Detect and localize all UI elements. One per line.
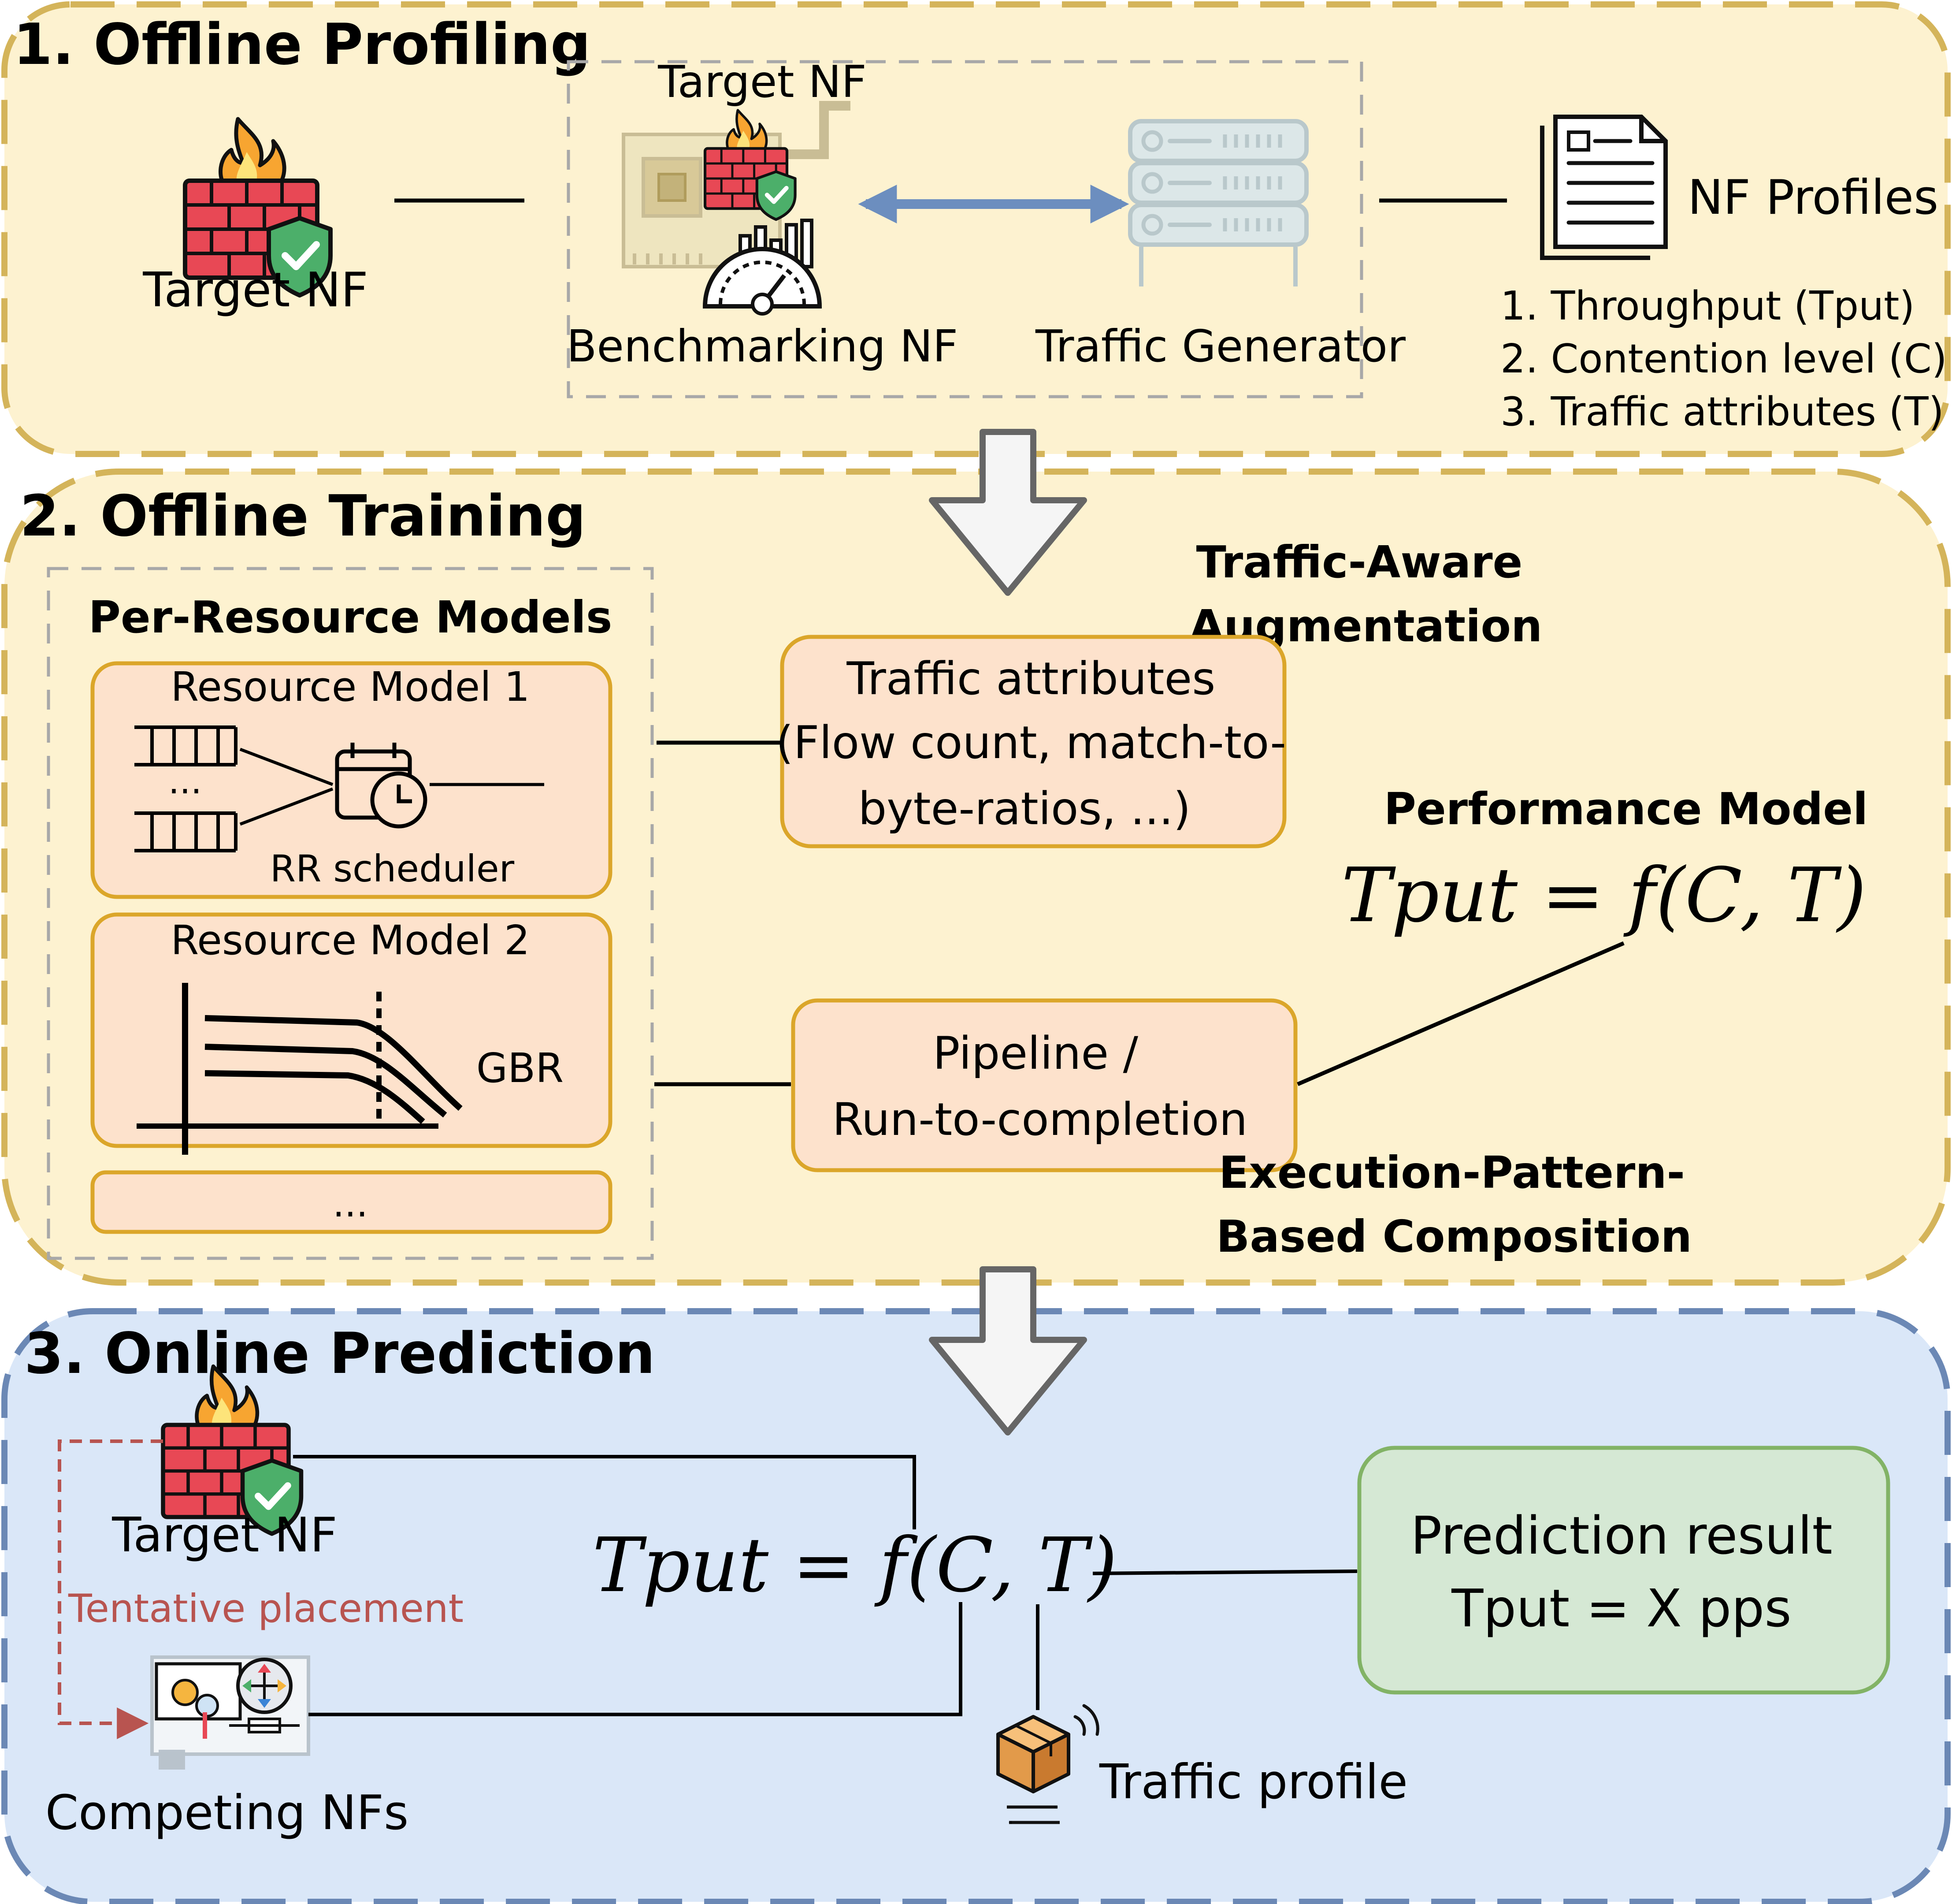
traffic-aware-heading-line1: Traffic-Aware <box>1196 536 1523 588</box>
pipeline-line1: Pipeline / <box>933 1027 1139 1080</box>
nf-profiles-label: NF Profiles <box>1688 170 1938 225</box>
online-prediction-title: 3. Online Prediction <box>24 1321 655 1387</box>
traffic-profile-box-icon <box>996 1704 1099 1824</box>
online-formula: Tput = f(C, T) <box>592 1522 1117 1609</box>
traffic-generator-server-icon <box>1130 121 1306 286</box>
per-resource-models-box <box>47 567 654 1260</box>
speed-gauge-icon <box>702 219 822 316</box>
profile-item-contention: 2. Contention level (C) <box>1500 336 1947 382</box>
performance-model-formula: Tput = f(C, T) <box>1341 852 1867 939</box>
calendar-clock-icon <box>335 743 427 829</box>
more-models-dots: ... <box>333 1182 368 1225</box>
tentative-placement-dashed-arrow <box>58 1439 163 1739</box>
benchmarking-nf-label: Benchmarking NF <box>567 320 958 372</box>
resource-model-2-box <box>90 912 612 1148</box>
benchmark-board-icon <box>622 101 850 268</box>
bench-target-nf-label: Target NF <box>657 56 867 108</box>
execution-pattern-line2: Based Composition <box>1216 1211 1692 1262</box>
arrow-pipeline-to-performance <box>1297 941 1625 1086</box>
document-icon <box>1540 115 1668 260</box>
offline-profiling-section: 1. Offline Profiling Target NF Target NF… <box>1 1 1951 457</box>
offline-training-title: 2. Offline Training <box>20 483 586 549</box>
pipeline-line2: Run-to-completion <box>832 1093 1248 1146</box>
target-nf-label: Target NF <box>142 263 368 318</box>
prediction-result-line2: Tput = X pps <box>1451 1578 1792 1639</box>
execution-pattern-line1: Execution-Pattern- <box>1219 1147 1685 1198</box>
resource-model-2-title: Resource Model 2 <box>171 917 530 964</box>
competing-nfs-server-icon <box>150 1655 310 1770</box>
queue-icon-bottom <box>134 811 238 852</box>
queue-dots: ... <box>168 761 202 802</box>
traffic-profile-label: Traffic profile <box>1099 1755 1408 1810</box>
pipeline-box <box>791 998 1298 1172</box>
prediction-result-line1: Prediction result <box>1410 1505 1833 1566</box>
traffic-generator-label: Traffic Generator <box>1035 320 1406 372</box>
traffic-attributes-line1: Traffic attributes <box>846 653 1216 705</box>
stage-arrow-1-to-2 <box>929 429 1087 596</box>
gbr-curve-plot <box>137 983 463 1155</box>
arrow-target-nf-to-formula <box>293 1455 916 1530</box>
offline-profiling-panel <box>1 1 1951 457</box>
offline-training-section: 2. Offline Training Per-Resource Models … <box>1 469 1951 1286</box>
offline-profiling-title: 1. Offline Profiling <box>13 12 591 78</box>
tentative-placement-label: Tentative placement <box>68 1586 464 1631</box>
performance-model-title: Performance Model <box>1384 783 1868 835</box>
traffic-attributes-line3: byte-ratios, ...) <box>858 783 1191 835</box>
prediction-result-box <box>1357 1446 1890 1695</box>
competing-nfs-label: Competing NFs <box>45 1785 409 1841</box>
online-prediction-section: 3. Online Prediction Target NF Tentative… <box>1 1266 1951 1904</box>
queue-icon-top <box>134 725 238 766</box>
profile-item-throughput: 1. Throughput (Tput) <box>1500 283 1915 329</box>
online-target-nf-label: Target NF <box>111 1508 337 1563</box>
arrow-competing-to-formula <box>308 1602 962 1716</box>
queue-to-scheduler-arrow-bottom <box>239 787 334 826</box>
traffic-attributes-line2: (Flow count, match-to- <box>776 717 1286 769</box>
more-models-box <box>90 1170 612 1234</box>
per-resource-models-title: Per-Resource Models <box>89 591 612 643</box>
profile-item-traffic-attributes: 3. Traffic attributes (T) <box>1500 389 1944 435</box>
arrow-formula-to-result <box>1092 1569 1358 1575</box>
stage-arrow-2-to-3 <box>929 1266 1087 1435</box>
benchmark-setup-box <box>567 60 1363 398</box>
rr-scheduler-label: RR scheduler <box>270 847 515 890</box>
resource-model-1-title: Resource Model 1 <box>171 663 530 710</box>
gbr-label: GBR <box>476 1045 564 1092</box>
queue-to-scheduler-arrow-top <box>239 747 334 786</box>
